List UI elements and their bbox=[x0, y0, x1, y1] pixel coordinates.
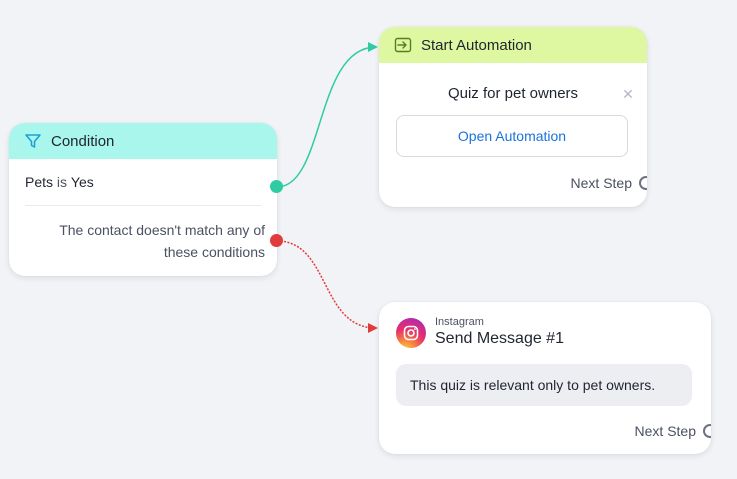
yes-connector[interactable] bbox=[276, 42, 378, 188]
close-icon[interactable]: ✕ bbox=[622, 86, 634, 102]
next-step-port-icon[interactable] bbox=[703, 424, 711, 438]
rule-field: Pets bbox=[25, 174, 54, 190]
no-output-port[interactable] bbox=[270, 234, 283, 247]
message-bubble[interactable]: This quiz is relevant only to pet owners… bbox=[396, 364, 692, 406]
next-step-port-icon[interactable] bbox=[639, 176, 647, 190]
condition-else-text: The contact doesn't match any of these c… bbox=[59, 222, 265, 260]
rule-value: Yes bbox=[70, 174, 94, 190]
condition-title: Condition bbox=[51, 132, 115, 150]
instagram-message-node[interactable]: Instagram Send Message #1 This quiz is r… bbox=[379, 302, 711, 454]
platform-label: Instagram bbox=[435, 316, 484, 328]
no-connector[interactable] bbox=[276, 240, 378, 333]
enter-box-icon bbox=[393, 35, 413, 55]
start-automation-header: Start Automation bbox=[379, 27, 647, 63]
start-automation-title: Start Automation bbox=[421, 36, 532, 54]
next-step-label: Next Step bbox=[634, 423, 696, 439]
open-automation-button[interactable]: Open Automation bbox=[396, 115, 628, 157]
yes-output-port[interactable] bbox=[270, 180, 283, 193]
instagram-node-header: Instagram Send Message #1 bbox=[396, 316, 564, 349]
start-automation-node[interactable]: Start Automation Quiz for pet owners ✕ O… bbox=[379, 27, 647, 207]
condition-rule[interactable]: Pets is Yes bbox=[25, 159, 261, 206]
instagram-next-step[interactable]: Next Step bbox=[635, 423, 711, 439]
automation-name: Quiz for pet owners bbox=[447, 85, 579, 102]
next-step-label: Next Step bbox=[570, 175, 632, 191]
filter-icon bbox=[23, 131, 43, 151]
instagram-icon bbox=[396, 317, 426, 348]
step-title: Send Message #1 bbox=[435, 330, 564, 347]
rule-operator: is bbox=[56, 174, 68, 190]
condition-header: Condition bbox=[9, 123, 277, 159]
start-next-step[interactable]: Next Step bbox=[571, 175, 647, 191]
condition-node[interactable]: Condition Pets is Yes The contact doesn'… bbox=[9, 123, 277, 276]
